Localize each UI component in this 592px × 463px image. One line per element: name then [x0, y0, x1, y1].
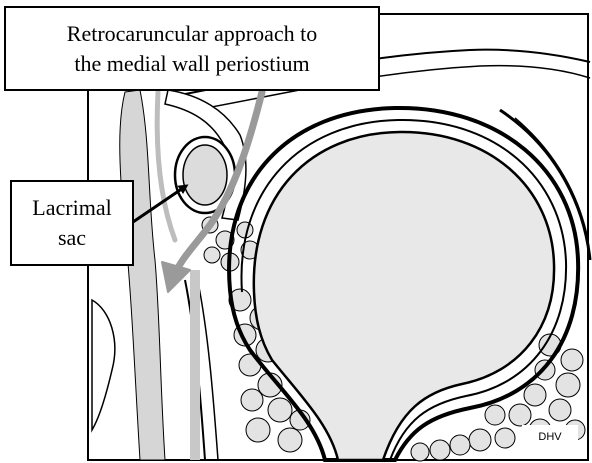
periosteal-plane [190, 270, 200, 460]
approach-label-line-2: the medial wall periostium [74, 49, 309, 79]
lacrimal-sac-label-line-2: sac [58, 223, 86, 253]
lacrimal-sac-inner [183, 145, 227, 205]
lacrimal-sac-label: Lacrimal sac [10, 180, 134, 266]
artist-signature: DHV [522, 425, 578, 449]
approach-label-line-1: Retrocaruncular approach to [67, 19, 317, 49]
approach-label: Retrocaruncular approach to the medial w… [4, 6, 380, 91]
lacrimal-sac-label-line-1: Lacrimal [32, 193, 111, 223]
